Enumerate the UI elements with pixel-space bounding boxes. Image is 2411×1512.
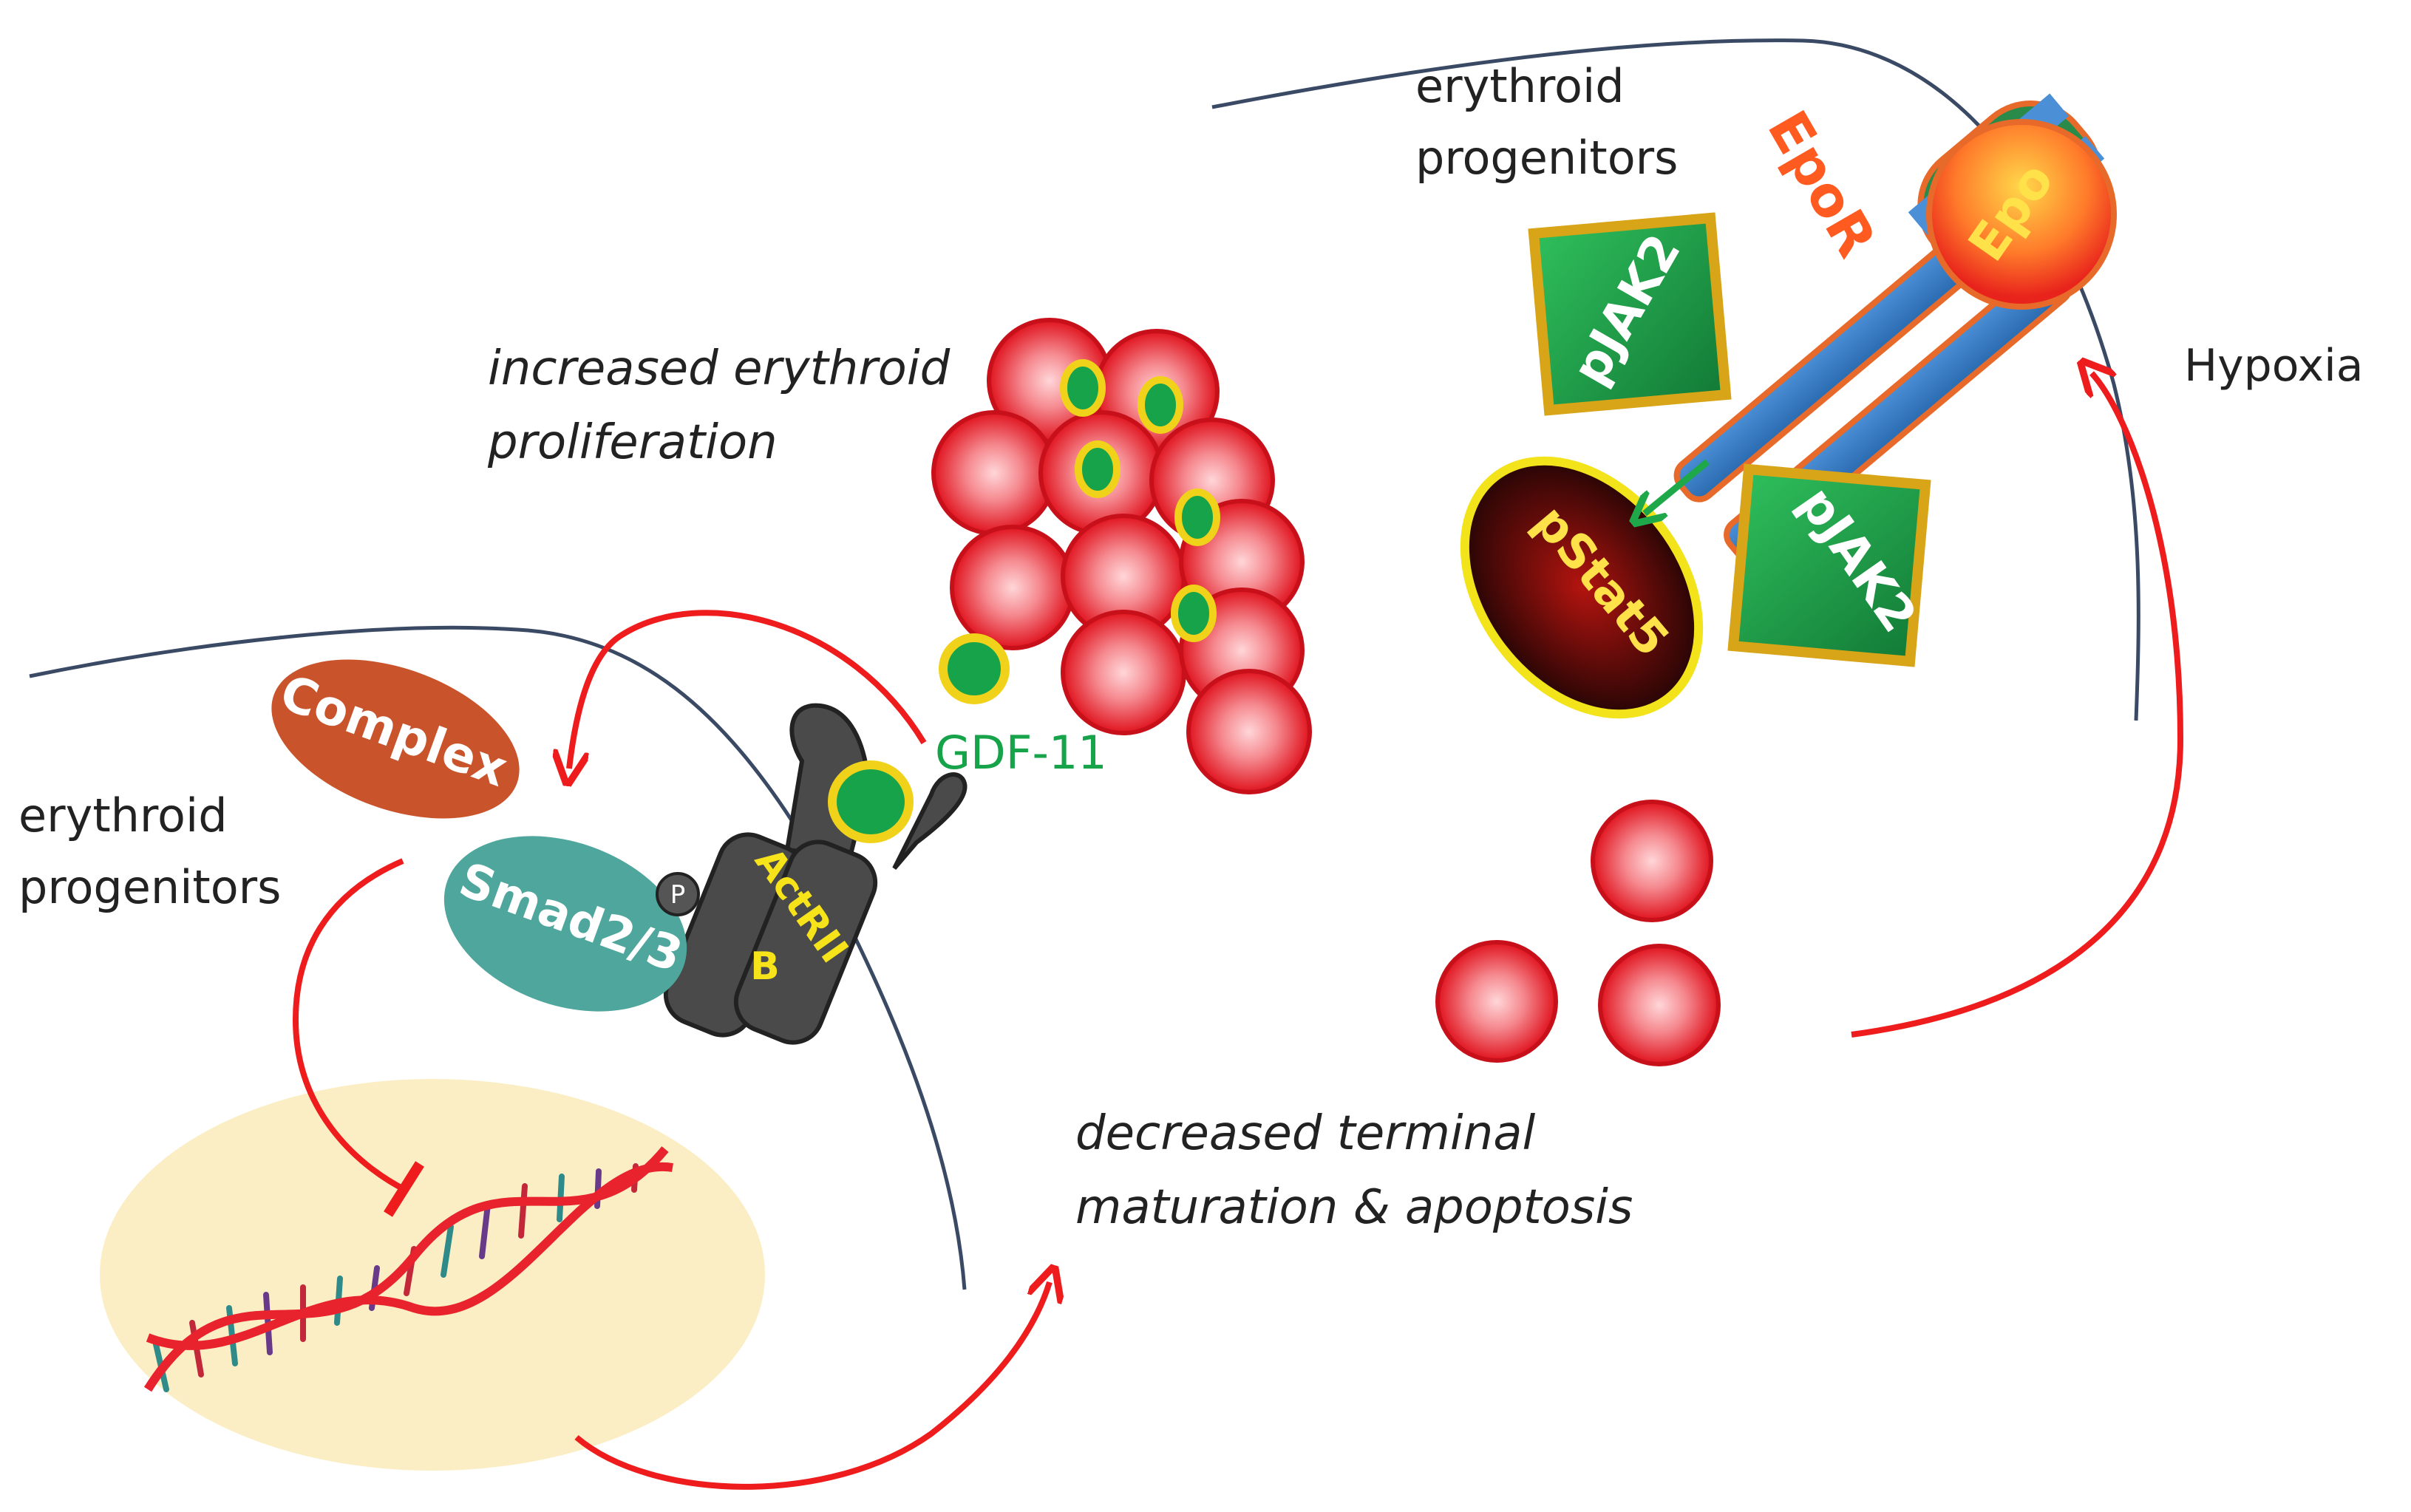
feedback-arrow-gdf-to-smad (569, 610, 927, 769)
free-rbc-group (1435, 800, 1721, 1066)
hypoxia-label: Hypoxia (2184, 340, 2364, 392)
left-progenitors-label-line2: progenitors (18, 860, 281, 914)
gdf11-ligand-free (939, 633, 1010, 704)
free-rbc (1598, 944, 1721, 1066)
gdf11-particles-in-cluster (1060, 359, 1220, 642)
free-rbc (1591, 800, 1713, 922)
nucleus (100, 1079, 765, 1471)
gdf11-bound (828, 760, 914, 843)
pjak2-bottom-box (1727, 463, 1931, 667)
free-rbc (1435, 940, 1558, 1063)
decreased-label-line2: maturation & apoptosis (1075, 1180, 1633, 1235)
epo-ligand (1926, 119, 2117, 310)
top-progenitors-label-line2: progenitors (1415, 131, 1678, 185)
top-progenitors-label-line1: erythroid (1415, 59, 1625, 113)
inhibition-line-smad-to-dna (292, 858, 407, 1193)
complex-ellipse (271, 659, 520, 819)
activation-arrow-jak-to-stat (1645, 459, 1710, 514)
epor-label: EpoR (1755, 101, 1888, 268)
rbc-cluster (931, 318, 1312, 794)
actriib-label-line2: B (750, 944, 780, 989)
left-progenitors-label-line1: erythroid (18, 789, 228, 842)
pjak2-top-box (1528, 212, 1732, 416)
left-cell-membrane (29, 625, 967, 1290)
top-cell-membrane (1211, 38, 2140, 721)
hypoxia-feedback-arrow (1851, 373, 2184, 1038)
phosphate-badge (656, 872, 700, 916)
proliferation-label-line2: proliferation (487, 415, 778, 470)
actriib-receptor (663, 703, 968, 1045)
gdf11-label: GDF-11 (935, 726, 1107, 780)
smad23-ellipse (443, 836, 687, 1012)
inhibition-bar (384, 1161, 424, 1217)
proliferation-label-line1: increased erythroid (488, 341, 951, 396)
dna-helix-icon (143, 1146, 673, 1392)
decreased-label-line1: decreased terminal (1075, 1106, 1535, 1161)
phosphate-label: P (670, 880, 686, 910)
arrow-dna-to-maturation (574, 1282, 1050, 1490)
